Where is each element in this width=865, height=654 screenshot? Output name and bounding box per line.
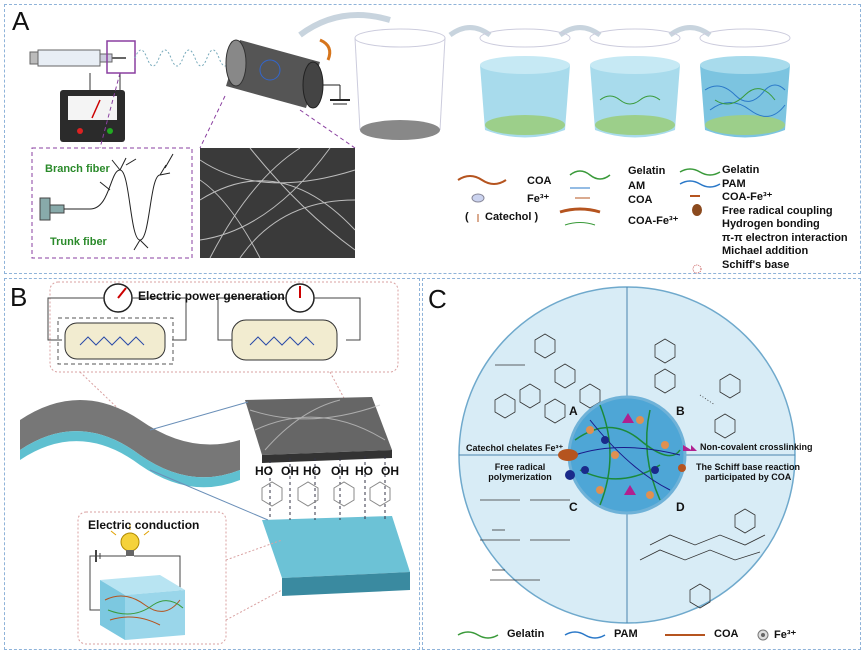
quadrant-d-letter: D — [676, 500, 685, 514]
electric-conduction-title: Electric conduction — [88, 518, 200, 532]
beaker-2 — [479, 28, 571, 138]
oh-label: OH — [281, 464, 299, 478]
legend-coa-2: COA — [628, 194, 653, 206]
panel-a — [4, 4, 861, 274]
branch-fiber-drawing — [39, 153, 174, 251]
legend-catechol-open: ( — [465, 211, 469, 223]
beaker-4 — [699, 28, 791, 138]
legend-coa: COA — [527, 175, 552, 187]
legend-coa-fe: COA-Fe³⁺ — [628, 215, 679, 227]
panel-b — [4, 278, 420, 650]
power-generation-title: Electric power generation — [138, 289, 285, 303]
hydrogel-slab — [262, 516, 410, 578]
ho-label: HO — [355, 464, 373, 478]
legend-gelatin-2: Gelatin — [722, 164, 760, 176]
beaker-1 — [354, 28, 446, 140]
legend-am: AM — [628, 180, 646, 192]
legend-gelatin-1: Gelatin — [628, 165, 666, 177]
oh-label: OH — [331, 464, 349, 478]
schiff-base-label: The Schiff base reaction participated by… — [695, 462, 801, 482]
ho-label: HO — [303, 464, 321, 478]
legend-coa-fe-2: COA-Fe³⁺ — [722, 191, 773, 203]
legend-catechol: Catechol ) — [485, 211, 539, 223]
ho-label: HO — [255, 464, 273, 478]
bottom-legend-gelatin: Gelatin — [507, 628, 545, 640]
legend-col3: Gelatin PAM COA-Fe³⁺ Free radical coupli… — [722, 164, 848, 272]
flow-arrow — [298, 12, 391, 38]
fiber-slab — [245, 397, 392, 455]
panel-c-label: C — [428, 284, 447, 314]
trunk-fiber-label: Trunk fiber — [50, 236, 107, 248]
branch-fiber-label: Branch fiber — [45, 163, 110, 175]
bottom-legend-pam: PAM — [614, 628, 638, 640]
free-radical-label: Free radical polymerization — [488, 462, 552, 482]
fiber-jet — [134, 49, 232, 67]
panel-c — [422, 278, 861, 650]
legend-schiff: Schiff's base — [722, 258, 790, 271]
panel-b-label: B — [10, 282, 28, 312]
lightbulb-icon — [110, 524, 150, 556]
legend-free-radical: Free radical coupling — [722, 204, 833, 217]
legend-michael: Michael addition — [722, 245, 809, 257]
curved-membrane — [20, 400, 240, 478]
catechol-chelates-label: Catechol chelates Fe³⁺ — [466, 443, 564, 453]
quadrant-c-letter: C — [569, 500, 578, 514]
legend-fe: Fe³⁺ — [527, 193, 550, 205]
sem-image — [200, 148, 355, 258]
hydrogel-cube — [100, 575, 185, 640]
legend-hydrogen: Hydrogen bonding — [722, 218, 820, 230]
legend-pam: PAM — [722, 177, 746, 190]
non-covalent-label: Non-covalent crosslinking — [700, 442, 813, 452]
bottom-legend-fe: Fe³⁺ — [774, 629, 797, 641]
oh-label: OH — [381, 464, 399, 478]
panel-a-label: A — [12, 6, 30, 36]
beaker-3 — [589, 28, 681, 138]
collector-drum-icon — [225, 38, 350, 109]
quadrant-b-letter: B — [676, 404, 685, 418]
bottom-legend-coa: COA — [714, 628, 739, 640]
quadrant-a-letter: A — [569, 404, 578, 418]
syringe-icon — [29, 49, 126, 67]
legend-pi: π-π electron interaction — [722, 231, 848, 244]
